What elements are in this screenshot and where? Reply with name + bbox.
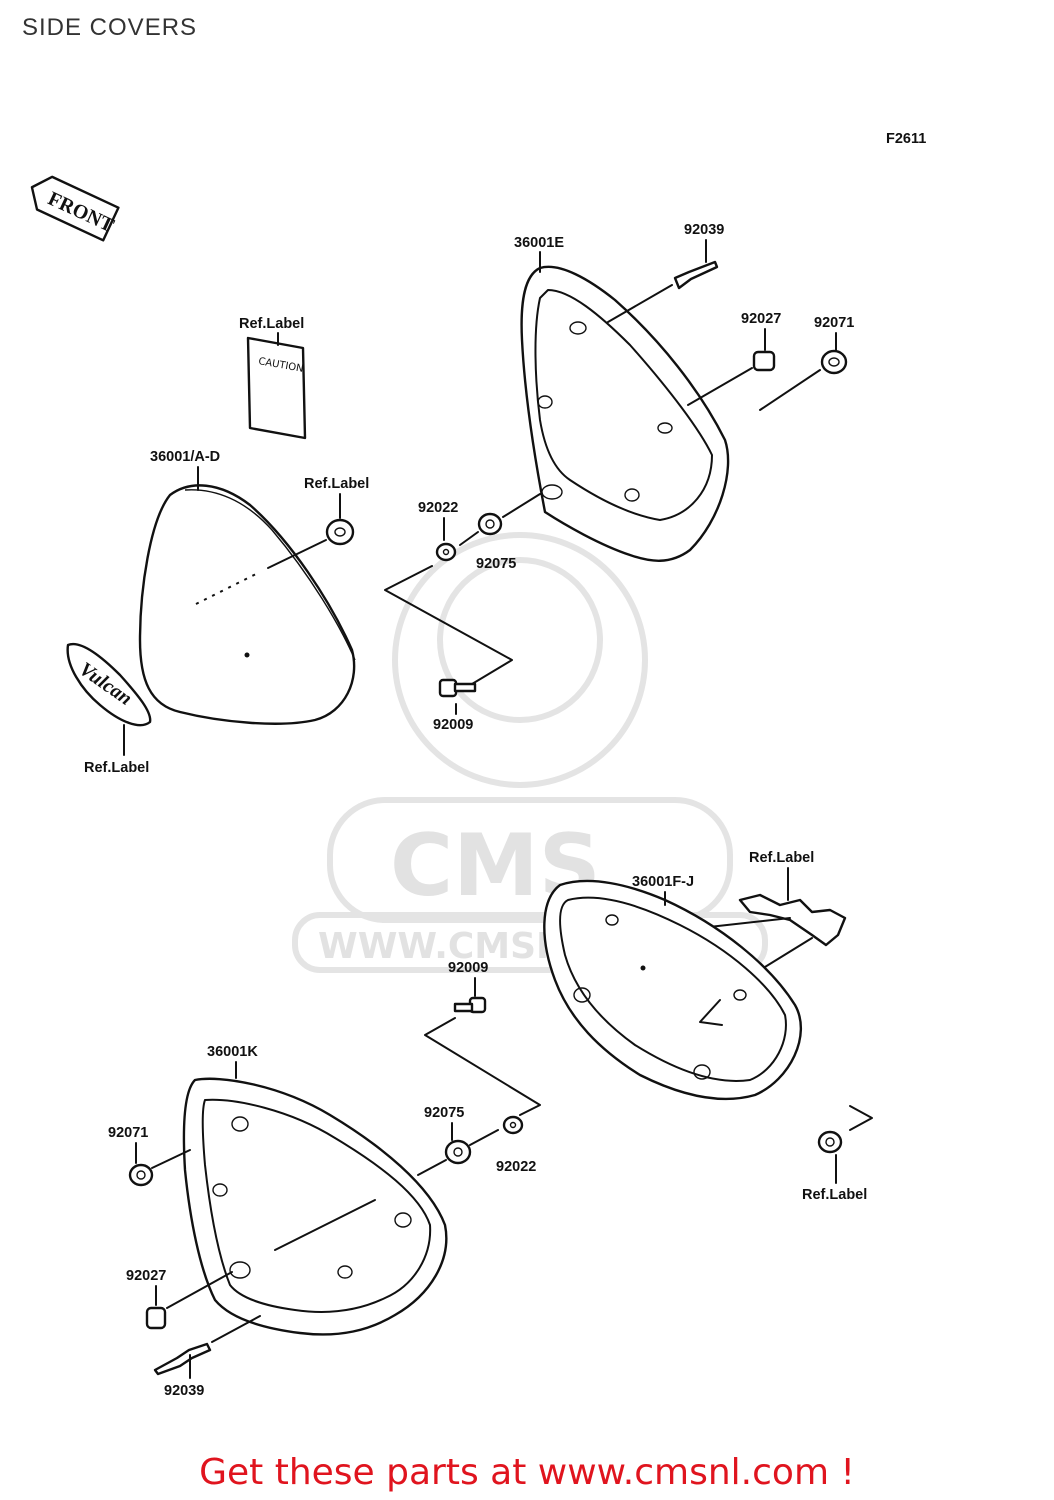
washer-92022-bottom bbox=[502, 1115, 524, 1135]
label-strip bbox=[699, 893, 847, 971]
callout-92039-top: 92039 bbox=[684, 222, 724, 238]
callout-emblem-top: Ref.Label bbox=[304, 476, 369, 492]
callout-92039-bottom: 92039 bbox=[164, 1383, 204, 1399]
callout-92009-top: 92009 bbox=[433, 717, 473, 733]
callout-vulcan-label: Ref.Label bbox=[84, 760, 149, 776]
front-arrow-icon: FRONT bbox=[30, 175, 120, 242]
callout-92071-bottom: 92071 bbox=[108, 1125, 148, 1141]
watermark: CMS WWW.CMSNL.COM bbox=[292, 532, 768, 973]
callout-92009-bottom: 92009 bbox=[448, 960, 488, 976]
screw-92039-top bbox=[607, 260, 719, 323]
grommet-92071-top bbox=[759, 349, 848, 411]
footer-link[interactable]: Get these parts at www.cmsnl.com ! bbox=[199, 1452, 855, 1493]
damper-92075-top bbox=[459, 493, 541, 546]
vulcan-emblem: Vulcan bbox=[66, 642, 152, 727]
callout-92022-bottom: 92022 bbox=[496, 1159, 536, 1175]
callout-label-strip: Ref.Label bbox=[749, 850, 814, 866]
callout-92022-top: 92022 bbox=[418, 500, 458, 516]
callout-36001E: 36001E bbox=[514, 235, 564, 251]
callout-92075-bottom: 92075 bbox=[424, 1105, 464, 1121]
damper-92075-bottom bbox=[417, 1129, 499, 1176]
callout-92075-top: 92075 bbox=[476, 556, 516, 572]
collar-92027-top bbox=[687, 350, 776, 406]
callout-36001F-J: 36001F-J bbox=[632, 874, 694, 890]
callout-92027-top: 92027 bbox=[741, 311, 781, 327]
emblem-bottom bbox=[817, 1105, 873, 1154]
caution-label-sheet: CAUTION bbox=[246, 336, 307, 440]
bolt-92009-top bbox=[438, 678, 477, 698]
callout-emblem-bottom: Ref.Label bbox=[802, 1187, 867, 1203]
grommet-92071-bottom bbox=[128, 1149, 191, 1187]
figure-code: F2611 bbox=[886, 131, 926, 147]
page-title: SIDE COVERS bbox=[22, 14, 198, 41]
callout-92071-top: 92071 bbox=[814, 315, 854, 331]
collar-92027-bottom bbox=[145, 1271, 233, 1330]
side-cover-36001-A-D bbox=[138, 484, 356, 725]
screw-92039-bottom bbox=[153, 1315, 261, 1376]
side-cover-36001E bbox=[520, 265, 730, 562]
emblem-top bbox=[267, 518, 355, 569]
callout-label-sheet: Ref.Label bbox=[239, 316, 304, 332]
callout-92027-bottom: 92027 bbox=[126, 1268, 166, 1284]
bolt-92009-bottom bbox=[424, 996, 541, 1116]
callout-36001K: 36001K bbox=[207, 1044, 258, 1060]
callout-36001-A-D: 36001/A-D bbox=[150, 449, 220, 465]
washer-92022-top bbox=[435, 542, 457, 562]
side-cover-36001K bbox=[182, 1077, 448, 1336]
